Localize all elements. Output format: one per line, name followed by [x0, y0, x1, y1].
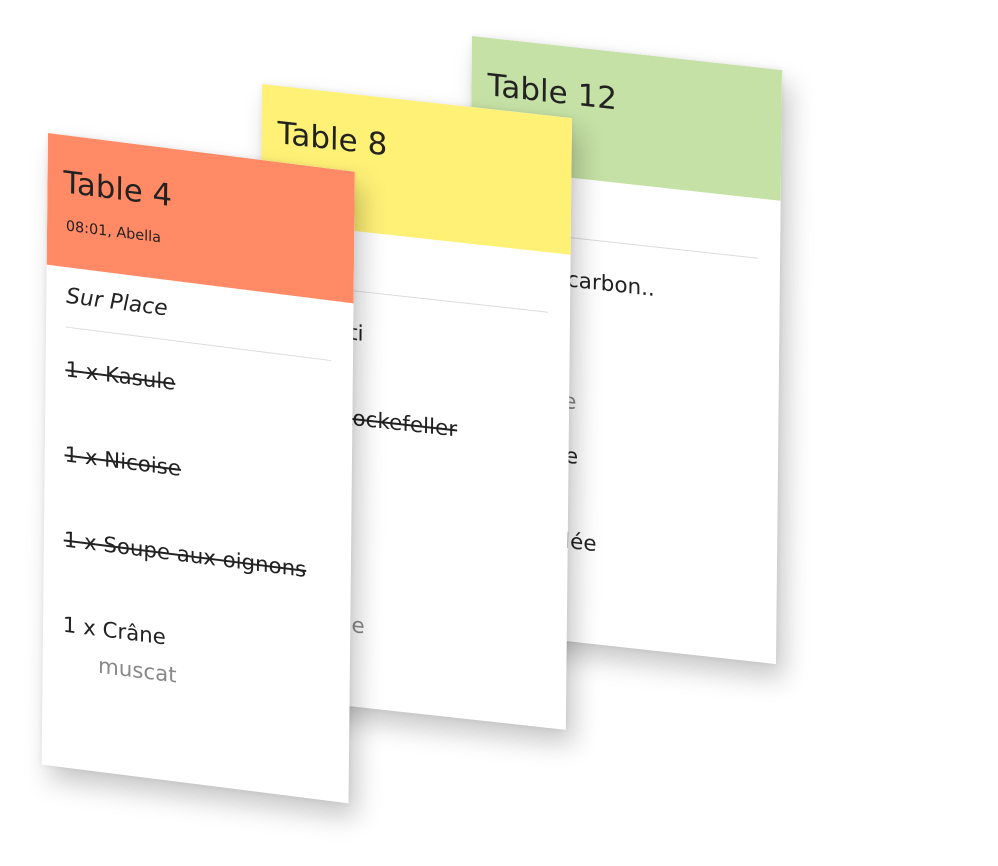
item-label: 1 x Nicoise — [64, 442, 182, 482]
ticket-time-server: 08:01, Abella — [65, 218, 162, 247]
item-modifier: muscat — [98, 653, 177, 689]
item-label: 1 x Crâne — [62, 612, 166, 651]
order-items: 1 x Kasule 1 x Nicoise 1 x Soupe aux oigno… — [62, 328, 331, 708]
ticket-title: Table 8 — [277, 115, 388, 164]
item-label: 1 x Soupe aux oignons — [63, 527, 307, 583]
ticket-title: Table 4 — [63, 164, 173, 215]
ticket-title: Table 12 — [487, 67, 618, 118]
item-label: 1 x Kasule — [65, 357, 176, 396]
order-ticket-table-4[interactable]: Table 4 08:01, Abella Sur Place 1 x Kasu… — [41, 133, 355, 804]
